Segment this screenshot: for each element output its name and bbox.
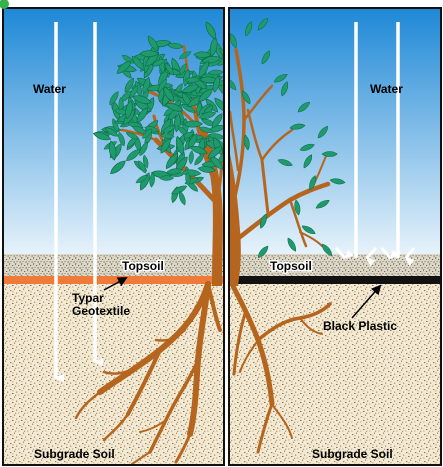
left-panel (3, 8, 224, 467)
black-plastic-label: Black Plastic (323, 319, 397, 333)
black-plastic-layer (229, 276, 441, 284)
right-subgrade-label: Subgrade Soil (312, 447, 393, 461)
left-topsoil-layer (3, 254, 224, 276)
right-water-label: Water (370, 82, 403, 96)
right-topsoil-label: Topsoil (270, 259, 312, 273)
right-panel (229, 8, 441, 467)
geotextile-label-line1: Typar (72, 291, 104, 305)
left-water-label: Water (33, 82, 66, 96)
left-subgrade-label: Subgrade Soil (34, 447, 115, 461)
right-topsoil-layer (229, 254, 441, 276)
left-topsoil-label: Topsoil (122, 259, 164, 273)
typar-geotextile-layer (3, 276, 224, 284)
geotextile-label-line2: Geotextile (72, 304, 130, 318)
